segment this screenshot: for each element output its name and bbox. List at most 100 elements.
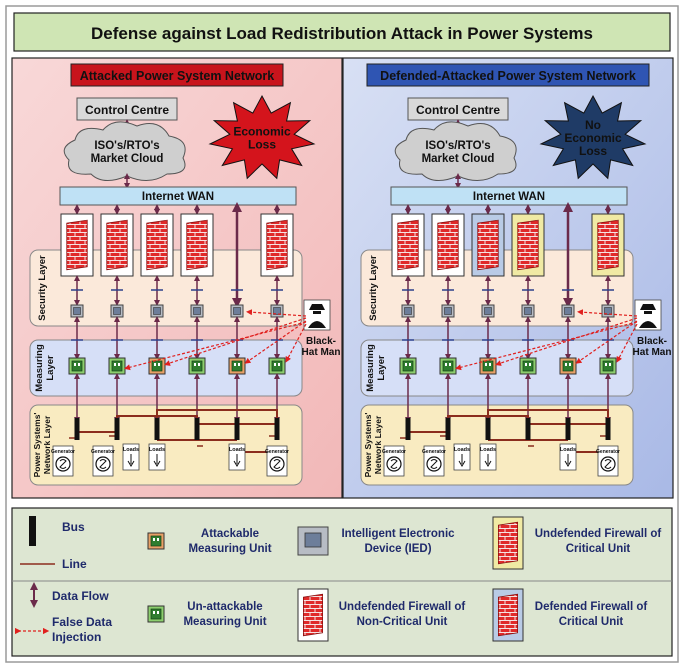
legend-false-data-label: Injection bbox=[52, 630, 101, 644]
defended-heading: Defended-Attacked Power System Network bbox=[380, 69, 636, 83]
attacked-firewall-icon bbox=[146, 219, 168, 271]
attacked-measuring-unit-digit bbox=[158, 363, 160, 366]
defended-load-arrow bbox=[458, 454, 466, 467]
defended-load-label: Loads bbox=[560, 447, 576, 453]
attacked-false-data-arrow bbox=[246, 309, 307, 317]
defended-black-hat-glasses bbox=[644, 311, 652, 314]
attacked-ied-screen bbox=[153, 307, 161, 315]
defended-network-label-line: Network Layer bbox=[373, 415, 383, 474]
legend-undefended-noncritical-label: Non-Critical Unit bbox=[357, 616, 448, 628]
defended-ied-screen bbox=[444, 307, 452, 315]
attacked-measuring-unit-icon bbox=[151, 360, 163, 372]
attacked-bus bbox=[234, 418, 240, 440]
attacked-bus bbox=[274, 418, 280, 440]
defended-bus bbox=[605, 418, 611, 440]
defended-control-centre: Control Centre bbox=[416, 103, 500, 117]
defended-generator-wave bbox=[604, 459, 612, 469]
diagram-title: Defense against Load Redistribution Atta… bbox=[91, 24, 593, 43]
attacked-black-hat-body bbox=[308, 321, 326, 328]
legend-attackable-label: Attackable bbox=[201, 528, 259, 540]
attacked-load-arrow bbox=[233, 454, 241, 467]
defended-measuring-unit-digit bbox=[605, 363, 607, 366]
defended-firewall-icon bbox=[517, 219, 539, 271]
legend-false-data-label: False Data bbox=[52, 615, 112, 629]
defended-measuring-unit-digit bbox=[409, 363, 411, 366]
attacked-measuring-unit-digit bbox=[114, 363, 116, 366]
defended-generator-label: Generator bbox=[596, 449, 620, 455]
defended-measuring-label: MeasuringLayer bbox=[365, 344, 387, 392]
attacked-generator-label: Generator bbox=[51, 449, 75, 455]
attacked-measuring-unit-icon bbox=[111, 360, 123, 372]
defended-false-data-arrow bbox=[616, 323, 638, 363]
defended-black-hat-hat bbox=[640, 304, 656, 310]
attacked-wan-bar bbox=[59, 186, 297, 206]
defended-measuring-label-line: Layer bbox=[376, 355, 387, 381]
defended-cloud-text: ISO's/RTO's bbox=[425, 140, 490, 152]
attacked-wan-label: Internet WAN bbox=[142, 191, 214, 203]
legend-defended-critical-label: Defended Firewall of bbox=[535, 601, 648, 613]
defended-measuring-unit-digit bbox=[569, 363, 571, 366]
attacked-measuring-label-line: Measuring bbox=[34, 344, 45, 392]
defended-false-data-arrow bbox=[495, 317, 638, 366]
defended-bus bbox=[445, 418, 451, 440]
attacked-measuring-unit-icon bbox=[71, 360, 83, 372]
attacked-measuring-unit-icon bbox=[271, 360, 283, 372]
defended-measuring-unit-icon bbox=[522, 360, 534, 372]
attacked-load-label: Loads bbox=[229, 447, 245, 453]
defended-measuring-unit-digit bbox=[529, 363, 531, 366]
attacked-measuring-unit-icon bbox=[191, 360, 203, 372]
legend-attackable-unit-digit bbox=[157, 538, 159, 541]
defended-ied-screen bbox=[604, 307, 612, 315]
attacked-measuring-unit-digit bbox=[154, 363, 156, 366]
defended-false-data-arrow bbox=[577, 309, 638, 317]
attacked-false-data-arrow bbox=[285, 323, 307, 363]
defended-panel: Defended-Attacked Power System NetworkCo… bbox=[342, 57, 674, 499]
attacked-bus bbox=[114, 418, 120, 440]
defended-measuring-unit-icon bbox=[402, 360, 414, 372]
defended-bus bbox=[485, 418, 491, 440]
defended-black-hat-body bbox=[639, 321, 657, 328]
defended-measuring-unit-icon bbox=[602, 360, 614, 372]
legend-undefended-critical-label: Critical Unit bbox=[566, 543, 631, 555]
attacked-black-hat-hat bbox=[309, 304, 325, 310]
attacked-load-label: Loads bbox=[123, 447, 139, 453]
legend-box bbox=[11, 507, 673, 657]
defended-false-data-arrow bbox=[455, 321, 638, 371]
defended-measuring-unit-digit bbox=[489, 363, 491, 366]
legend-ied-screen bbox=[304, 532, 322, 548]
legend-undefended-critical-label: Undefended Firewall of bbox=[535, 528, 662, 540]
attacked-network-label: Power Systems'Network Layer bbox=[32, 413, 52, 478]
defended-burst-text: Economic bbox=[564, 131, 622, 145]
defended-measuring-unit-digit bbox=[405, 363, 407, 366]
defended-load-arrow bbox=[484, 454, 492, 467]
defended-network-stubs bbox=[400, 435, 608, 447]
attacked-attacker-label: Hat Man bbox=[302, 347, 341, 358]
attacked-market-cloud bbox=[63, 121, 186, 181]
attacked-security-label: Security Layer bbox=[37, 255, 48, 321]
attacked-ied-screen bbox=[113, 307, 121, 315]
legend-bus-symbol bbox=[29, 516, 36, 546]
attacked-bus bbox=[194, 418, 200, 440]
attacked-generator-label: Generator bbox=[91, 449, 115, 455]
legend-ied-label: Intelligent Electronic bbox=[341, 528, 455, 540]
defended-network-label: Power Systems'Network Layer bbox=[363, 413, 383, 478]
attacked-firewall-icon bbox=[106, 219, 128, 271]
attacked-bus bbox=[74, 418, 80, 440]
legend-unattackable-label: Measuring Unit bbox=[183, 616, 266, 628]
defended-firewall-icon bbox=[397, 219, 419, 271]
attacked-cloud-text: Market Cloud bbox=[91, 153, 164, 165]
attacked-false-data-arrow bbox=[124, 321, 307, 371]
defended-measuring-unit-digit bbox=[449, 363, 451, 366]
legend-unattackable-unit-digit bbox=[157, 611, 159, 614]
defended-measuring-unit-digit bbox=[565, 363, 567, 366]
defended-burst-text: No bbox=[585, 118, 601, 132]
defended-ied-screen bbox=[564, 307, 572, 315]
attacked-burst-text: Loss bbox=[248, 138, 276, 152]
attacked-generator-label: Generator bbox=[265, 449, 289, 455]
attacked-firewall-icon bbox=[66, 219, 88, 271]
attacked-measuring-unit-digit bbox=[234, 363, 236, 366]
defended-measuring-unit-digit bbox=[609, 363, 611, 366]
attacked-ied-screen bbox=[233, 307, 241, 315]
